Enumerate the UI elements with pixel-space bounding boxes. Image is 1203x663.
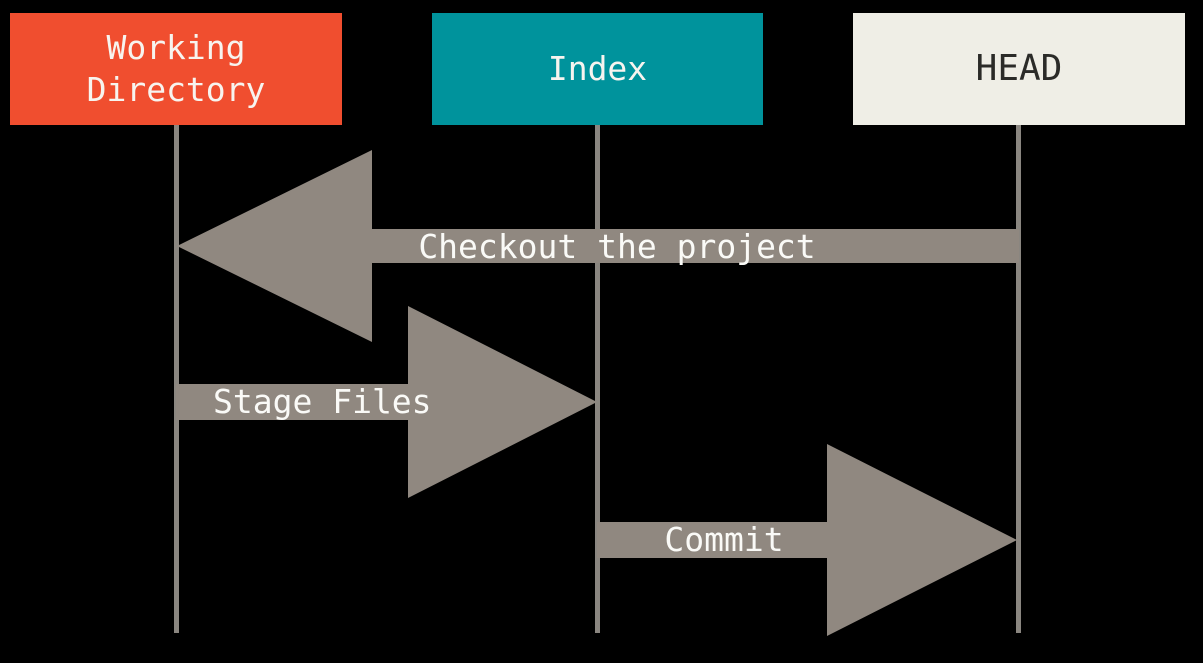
- stage-files-arrow-label: Stage Files: [213, 382, 432, 421]
- column-box-index: Index: [432, 13, 763, 125]
- stage-files-arrow: [176, 306, 597, 498]
- index-label: Index: [547, 49, 648, 88]
- working-directory-label: Working Directory: [86, 28, 266, 109]
- lifeline-index: [595, 125, 600, 633]
- column-box-working-directory: Working Directory: [10, 13, 342, 125]
- column-box-head: HEAD: [853, 13, 1185, 125]
- checkout-arrow: [177, 150, 1019, 342]
- head-label: HEAD: [975, 48, 1063, 89]
- commit-arrow: [597, 444, 1017, 636]
- checkout-arrow-label: Checkout the project: [418, 227, 816, 266]
- lifeline-head: [1016, 125, 1021, 633]
- lifeline-working-directory: [174, 125, 179, 633]
- commit-arrow-label: Commit: [664, 520, 784, 559]
